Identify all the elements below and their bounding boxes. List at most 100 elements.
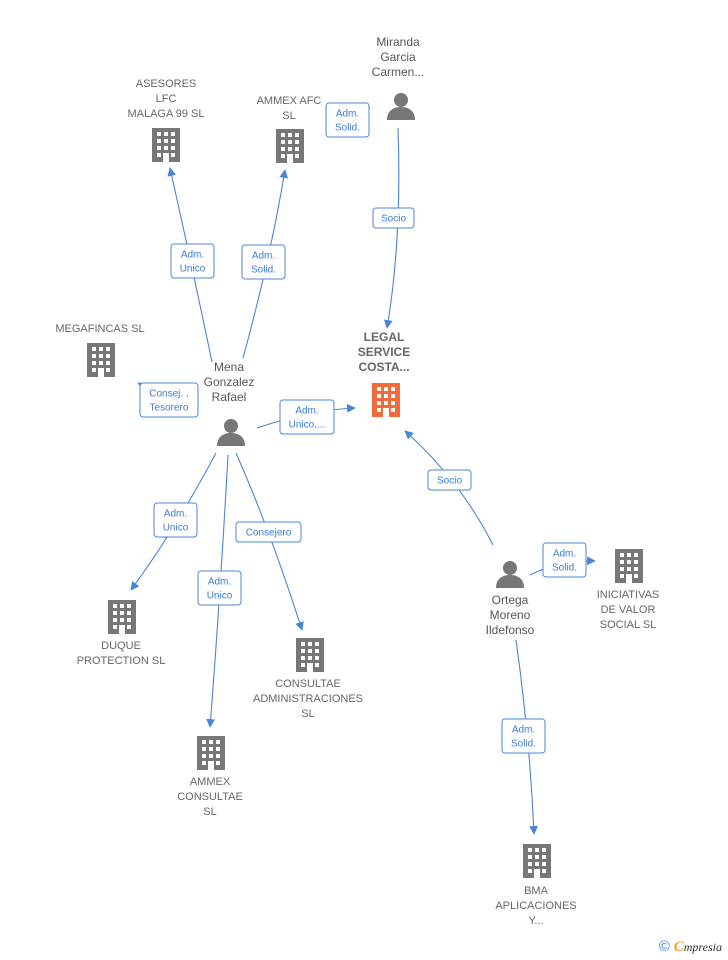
node-label: LFC [156,93,177,105]
building-icon[interactable] [152,128,180,162]
edge-miranda-to-ammex_afc: Adm. Solid. [325,102,371,138]
node-asesores[interactable]: ASESORES LFC MALAGA 99 SL [127,78,205,162]
node-label: CONSULTAE [275,678,341,690]
node-label: SL [301,708,314,720]
node-bma[interactable]: BMA APLICACIONES Y... [495,844,577,927]
edge-ortega-to-iniciativas: Adm. Solid. [529,542,596,578]
edge-label-text: Adm. [252,251,275,262]
node-label: Y... [528,915,543,927]
edge-label-box[interactable] [170,243,215,279]
edge-ortega-to-legal: Socio [404,430,494,546]
edge-ortega-to-bma: Adm. Solid. [501,639,546,835]
edge-label-text: Adm. [295,406,318,417]
node-label: PROTECTION SL [77,655,166,667]
node-label: AMMEX [190,776,231,788]
edge-label-box[interactable] [197,570,242,606]
building-icon[interactable] [276,129,304,163]
node-label: SL [282,110,295,122]
brand-name: mpresia [683,940,722,954]
building-icon[interactable] [296,638,324,672]
edge-label-text: Socio [381,214,406,225]
empresia-watermark: ©Cmpresia [659,938,722,956]
person-icon[interactable] [217,419,245,446]
edge-label-text: Adm. [208,577,231,588]
edge-label-text: Adm. [512,725,535,736]
edge-label-box[interactable] [139,382,199,418]
node-consultae_adm[interactable]: CONSULTAE ADMINISTRACIONES SL [253,638,363,720]
building-icon[interactable] [372,383,400,417]
edge-miranda-to-legal: Socio [372,127,415,329]
node-label: Mena [214,360,244,374]
node-label: ADMINISTRACIONES [253,693,363,705]
building-icon[interactable] [87,343,115,377]
edge-label-text: Consej. , [149,389,188,400]
building-icon[interactable] [615,549,643,583]
node-label: Moreno [490,608,531,622]
edge-label-text: Unico [180,264,206,275]
edge-label-text: Tesorero [150,403,189,414]
node-label: Ildefonso [486,623,535,637]
node-label: AMMEX AFC [257,95,322,107]
node-label: ASESORES [136,78,197,90]
edge-label-text: Adm. [164,509,187,520]
node-label: Gonzalez [204,375,255,389]
node-label: CONSULTAE [177,791,243,803]
edge-label-text: Socio [437,476,462,487]
edge-mena-to-ammex_afc: Adm. Solid. [241,169,289,359]
edge-label-box[interactable] [153,502,198,538]
edge-label-text: Solid. [511,739,536,750]
node-ammex_afc[interactable]: AMMEX AFC SL [257,95,322,163]
node-label: INICIATIVAS [597,589,660,601]
edge-label-box[interactable] [427,469,472,491]
edge-label-box[interactable] [501,718,546,754]
node-legal[interactable]: LEGALSERVICECOSTA... [358,330,410,417]
edge-label-text: Unico [207,591,233,602]
edge-mena-to-duque: Adm. Unico [130,452,217,591]
building-icon[interactable] [108,600,136,634]
node-label: BMA [524,885,549,897]
edge-mena-to-consultae_adm: Consejero [235,452,304,631]
edge-label-text: Adm. [553,549,576,560]
edge-label-box[interactable] [235,521,302,543]
node-label: APLICACIONES [495,900,576,912]
node-label: DE VALOR [601,604,656,616]
node-label: LEGAL [364,330,405,344]
edge-label-text: Consejero [246,528,292,539]
nodes-layer: ASESORES LFC MALAGA 99 SL AMMEX AFC SL Mirand… [55,35,659,927]
edges-layer: Adm.UnicoAdm.Solid.Adm.Solid.SocioConsej… [130,102,596,835]
edge-label-text: Solid. [251,265,276,276]
node-label: SERVICE [358,345,410,359]
edge-mena-to-legal: Adm. Unico,... [256,399,356,435]
node-megafincas[interactable]: MEGAFINCAS SL [55,323,145,377]
node-label: MEGAFINCAS SL [55,323,144,335]
edge-label-text: Solid. [552,563,577,574]
person-icon[interactable] [387,93,415,120]
edge-label-box[interactable] [325,102,370,138]
copyright-symbol: © [658,938,670,955]
edge-label-box[interactable] [542,542,587,578]
node-label: Miranda [376,35,420,49]
node-label: DUQUE [101,640,141,652]
node-label: COSTA... [358,360,409,374]
edge-label-text: Adm. [181,250,204,261]
edge-label-box[interactable] [372,207,415,229]
building-icon[interactable] [197,736,225,770]
node-label: Garcia [380,50,416,64]
edge-label-text: Solid. [335,123,360,134]
node-label: MALAGA 99 SL [127,108,204,120]
edge-mena-to-asesores: Adm. Unico [167,167,215,363]
edge-label-text: Unico [163,523,189,534]
edge-label-box[interactable] [241,244,286,280]
node-label: Carmen... [372,65,425,79]
edge-label-box[interactable] [279,399,335,435]
edge-label-text: Unico,... [289,420,326,431]
building-icon[interactable] [523,844,551,878]
edge-label-text: Adm. [336,109,359,120]
node-miranda[interactable]: MirandaGarciaCarmen... [372,35,425,120]
person-icon[interactable] [496,561,524,588]
node-duque[interactable]: DUQUE PROTECTION SL [77,600,166,667]
